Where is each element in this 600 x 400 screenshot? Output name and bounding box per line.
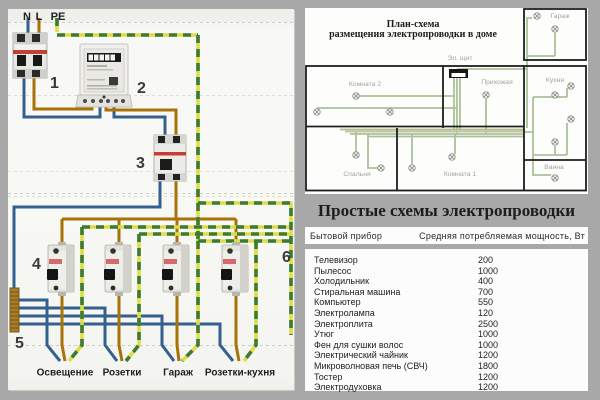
- svg-text:Гараж: Гараж: [550, 13, 570, 20]
- svg-text:Гараж: Гараж: [163, 368, 194, 379]
- svg-text:Розетки-кухня: Розетки-кухня: [205, 368, 275, 379]
- svg-text:6: 6: [282, 249, 291, 266]
- svg-text:Спальня: Спальня: [343, 171, 371, 178]
- svg-text:5: 5: [15, 335, 24, 352]
- svg-text:Ванна: Ванна: [544, 164, 564, 171]
- svg-text:N: N: [23, 11, 31, 23]
- svg-text:2: 2: [137, 80, 146, 97]
- svg-text:Розетки: Розетки: [103, 368, 142, 379]
- svg-text:PE: PE: [51, 11, 66, 23]
- svg-text:Освещение: Освещение: [37, 368, 94, 379]
- svg-text:размещения электропроводки в д: размещения электропроводки в доме: [329, 29, 497, 40]
- svg-text:4: 4: [32, 256, 41, 273]
- svg-text:3: 3: [136, 155, 145, 172]
- svg-text:L: L: [36, 11, 43, 23]
- svg-text:План-схема: План-схема: [387, 19, 440, 30]
- svg-text:Комната 2: Комната 2: [349, 81, 382, 88]
- svg-text:1: 1: [50, 75, 59, 92]
- svg-text:Кухня: Кухня: [546, 77, 565, 84]
- svg-text:Комната 1: Комната 1: [444, 171, 477, 178]
- svg-text:Эл. щит: Эл. щит: [448, 55, 473, 62]
- svg-text:Прихожая: Прихожая: [481, 79, 513, 86]
